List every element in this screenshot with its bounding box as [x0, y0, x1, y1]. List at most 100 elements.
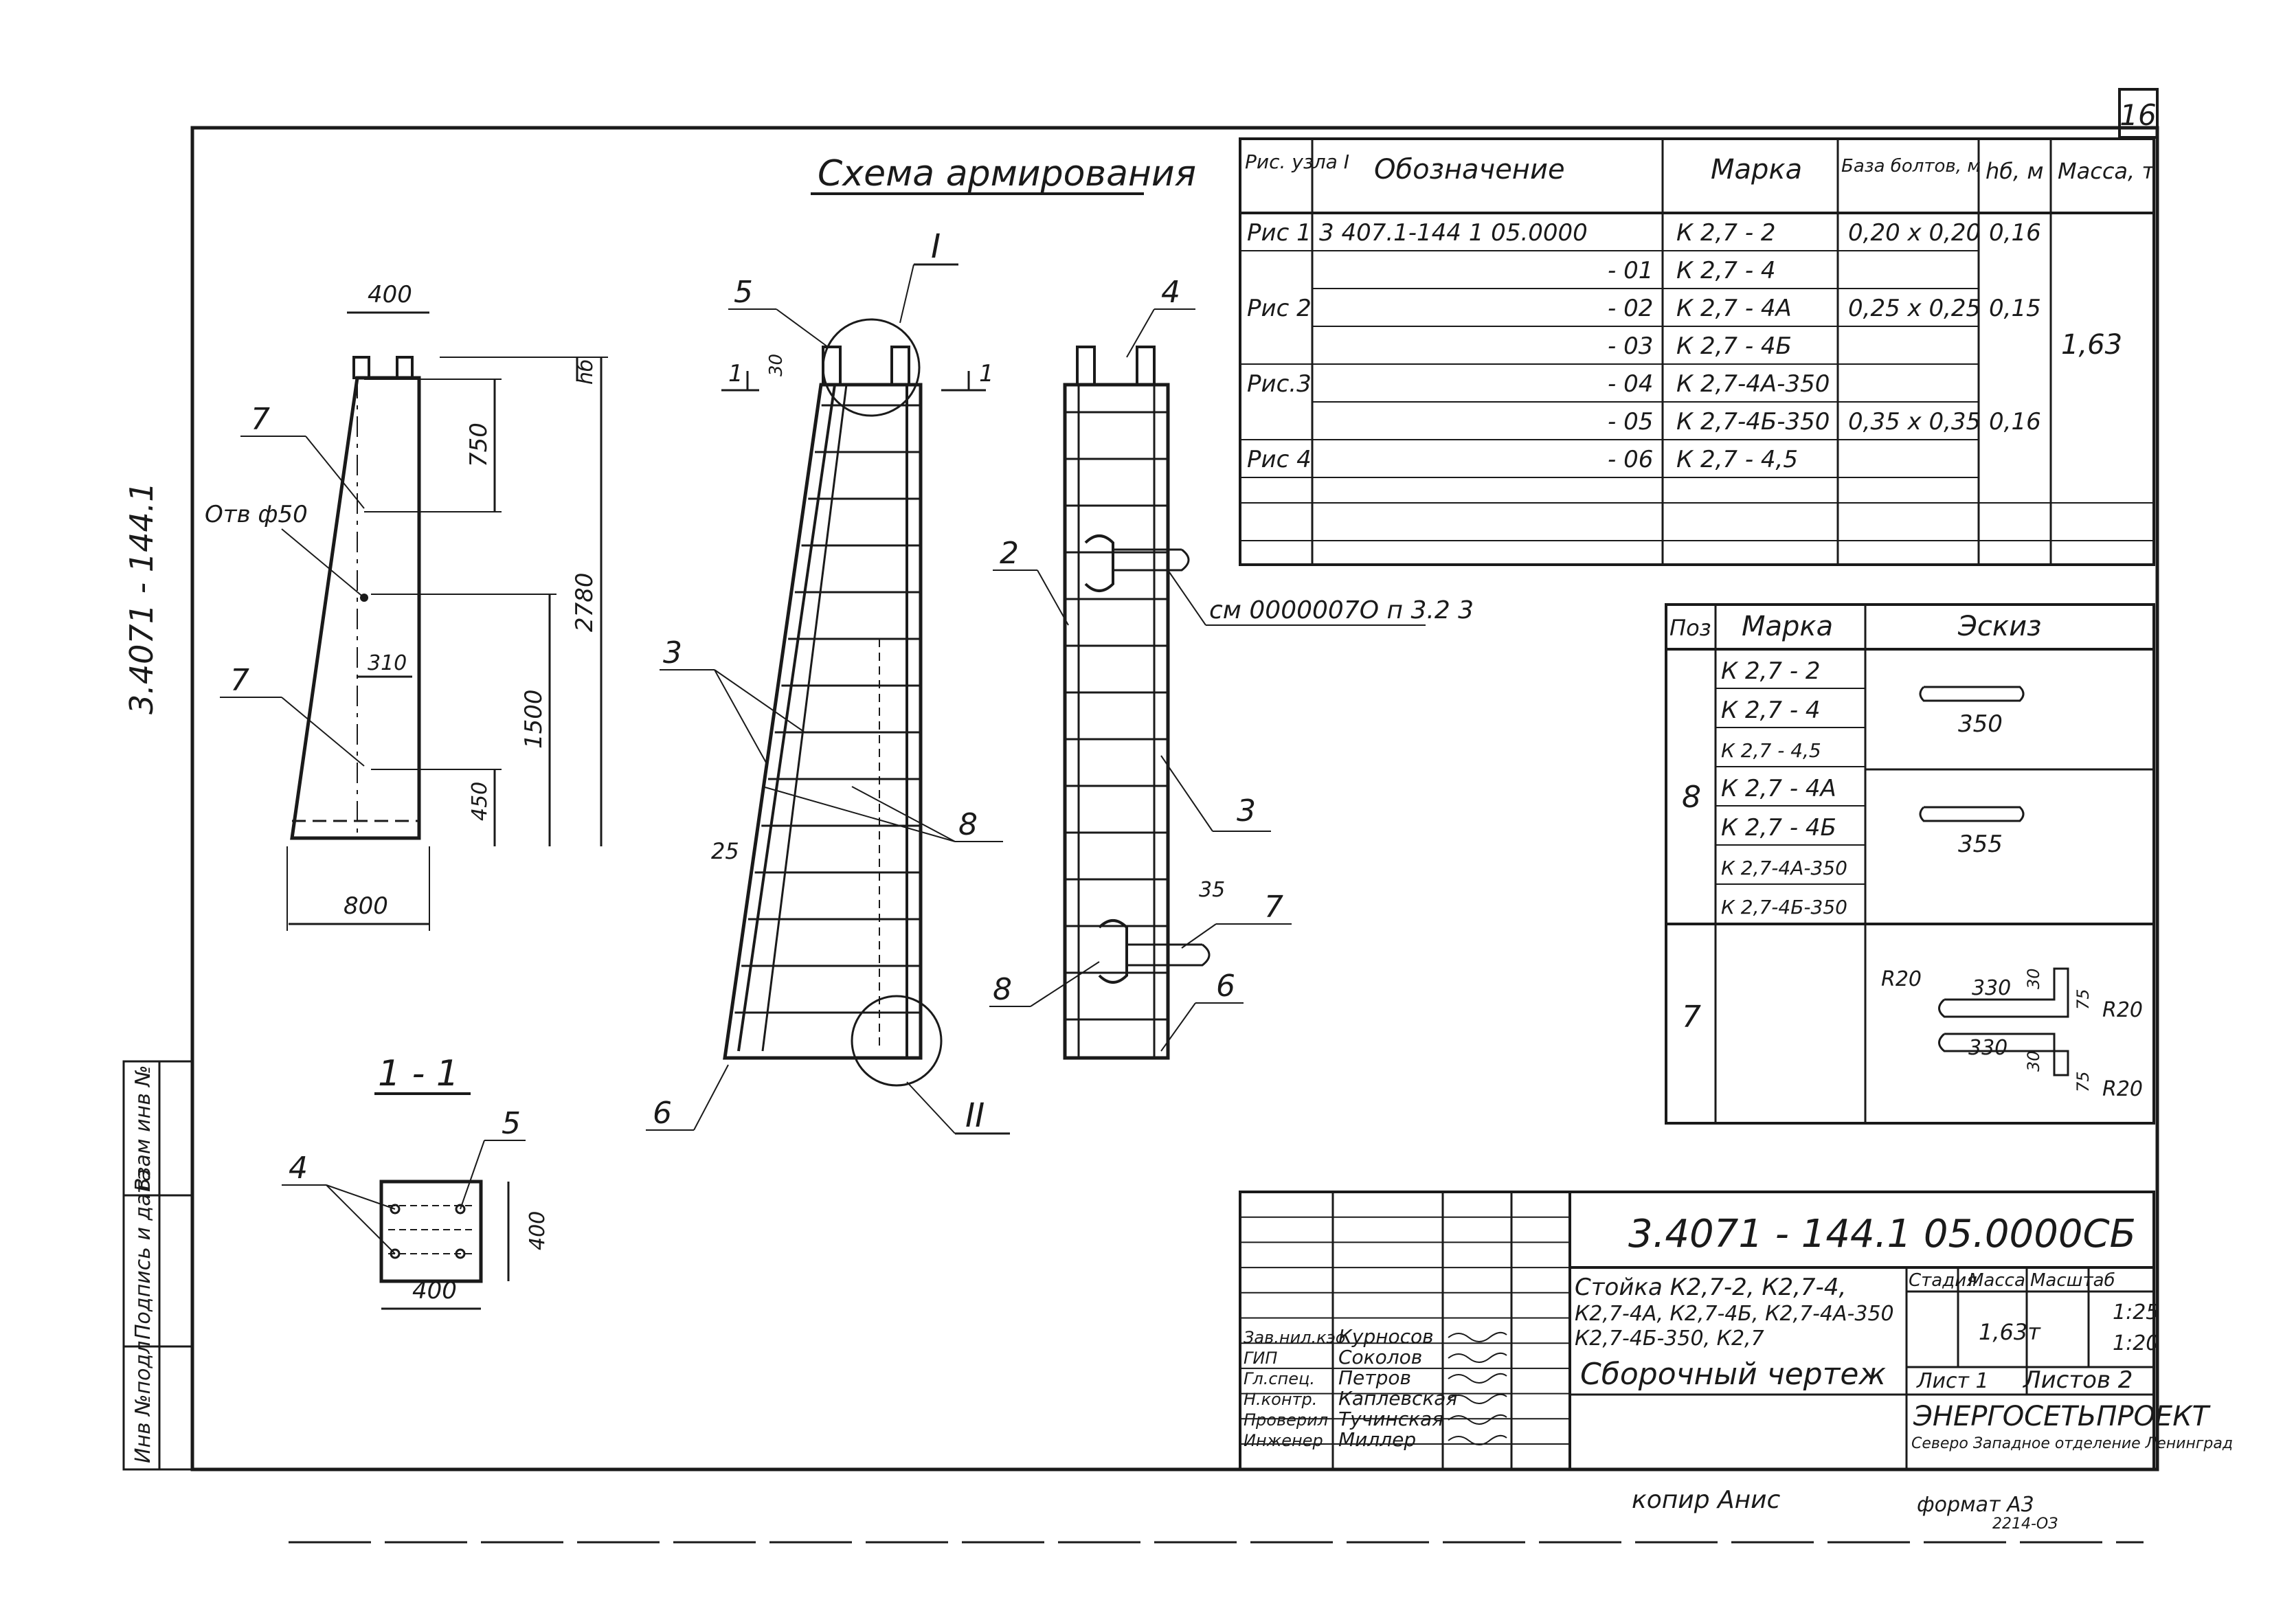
staff-name: Каплевская: [1338, 1387, 1457, 1410]
footer-format: формат А3: [1917, 1493, 2034, 1517]
svg-text:1: 1: [979, 360, 994, 387]
signature: [1448, 1434, 1507, 1445]
section-1-1: 1 - 1 400 400 4 5: [282, 1053, 550, 1310]
svg-text:7: 7: [1682, 1000, 1701, 1035]
signature: [1448, 1393, 1507, 1404]
svg-text:Северо Западное отделение Лени: Северо Западное отделение Ленинград: [1911, 1435, 2233, 1452]
svg-text:3: 3: [663, 635, 682, 670]
svg-text:Масштаб: Масштаб: [2030, 1270, 2115, 1291]
spec-fig: Рис 1: [1247, 219, 1312, 247]
reinforcement-front-view: 4 2 см 0000007О п 3.2 3 3 35 7 8 6: [989, 275, 1474, 1060]
staff-name: Тучинская: [1338, 1408, 1443, 1430]
spec-table: Рис. узла I Обозначение Марка База болто…: [1239, 137, 2155, 566]
hole-label: Отв ф50: [205, 501, 308, 528]
spec-row: - 01 К 2,7 - 4: [1608, 257, 1776, 284]
staff-role: Гл.спец.: [1244, 1369, 1315, 1388]
signature: [1448, 1331, 1507, 1342]
sketch-mark: К 2,7 - 2: [1721, 657, 1821, 685]
svg-text:hб, м: hб, м: [1986, 158, 2044, 184]
svg-text:1:25: 1:25: [2113, 1300, 2159, 1324]
spec-code: - 05: [1608, 408, 1653, 436]
svg-text:30: 30: [2024, 968, 2043, 989]
svg-text:800: 800: [344, 892, 388, 920]
signature: [1448, 1352, 1507, 1363]
svg-text:1: 1: [728, 360, 743, 387]
svg-text:30: 30: [766, 354, 787, 376]
svg-text:Поз: Поз: [1669, 615, 1711, 641]
svg-text:1,63т: 1,63т: [1979, 1319, 2041, 1345]
sketch-table: Поз Марка Эскиз К 2,7 - 2К 2,7 - 4К 2,7 …: [1665, 603, 2155, 1125]
stamp-sign: Подпись и дата: [131, 1169, 155, 1340]
sketch-mark: К 2,7-4А-350: [1721, 857, 1847, 879]
svg-text:Марка: Марка: [1742, 611, 1833, 642]
svg-text:Сборочный чертеж: Сборочный чертеж: [1580, 1357, 1886, 1392]
svg-text:330: 330: [1968, 1036, 2008, 1060]
spec-mark: К 2,7 - 4А: [1676, 295, 1792, 322]
spec-fig: Рис.3: [1247, 370, 1312, 398]
svg-text:400: 400: [368, 281, 412, 308]
spec-fig: Рис 4: [1247, 446, 1312, 473]
reinforcement-side-view: I II 5 1 30 1 3 8 25 6: [646, 227, 1010, 1135]
spec-row: - 05 К 2,7-4Б-350 0,35 х 0,35 0,16: [1608, 408, 2041, 436]
staff-role: Зав.нил.кэо: [1244, 1328, 1345, 1347]
svg-text:Обозначение: Обозначение: [1374, 154, 1565, 185]
svg-text:75: 75: [2073, 989, 2093, 1010]
svg-text:7: 7: [251, 402, 270, 437]
svg-text:1:20: 1:20: [2113, 1331, 2159, 1355]
signature: [1448, 1373, 1507, 1384]
svg-text:8: 8: [958, 807, 978, 842]
spec-code: - 01: [1608, 257, 1653, 284]
svg-text:310: 310: [368, 651, 407, 675]
svg-text:2: 2: [1000, 536, 1019, 571]
svg-text:8: 8: [1682, 780, 1701, 815]
svg-text:330: 330: [1972, 976, 2011, 1000]
document-code: 3.4071 - 144.1 05.0000СБ: [1628, 1212, 2136, 1256]
svg-text:5: 5: [734, 275, 753, 310]
svg-text:5: 5: [502, 1106, 521, 1141]
svg-text:R20: R20: [2102, 1077, 2143, 1101]
svg-text:2780: 2780: [571, 572, 598, 632]
svg-text:Масса, т: Масса, т: [2058, 158, 2155, 184]
spec-base: 0,20 х 0,20: [1848, 219, 1981, 247]
spec-mark: К 2,7-4Б-350: [1676, 408, 1830, 436]
svg-text:R20: R20: [1881, 967, 1922, 991]
svg-text:25: 25: [711, 838, 739, 864]
svg-text:I: I: [931, 227, 941, 266]
svg-text:4: 4: [1161, 275, 1180, 310]
spec-code: - 06: [1608, 446, 1653, 473]
section-label: 1 - 1: [378, 1053, 459, 1094]
sketch-mark: К 2,7 - 4А: [1721, 775, 1836, 802]
svg-text:К2,7-4Б-350, К2,7: К2,7-4Б-350, К2,7: [1575, 1327, 1764, 1351]
spec-fig: Рис 2: [1247, 295, 1312, 322]
spec-code: 3 407.1-144 1 05.0000: [1319, 219, 1588, 247]
svg-text:30: 30: [2024, 1050, 2043, 1072]
svg-text:7: 7: [1264, 890, 1283, 925]
svg-text:Стадия: Стадия: [1909, 1270, 1977, 1291]
spec-base: 0,35 х 0,35: [1848, 408, 1981, 436]
sketch-mark: К 2,7 - 4Б: [1721, 814, 1836, 842]
footer-copy: копир Анис: [1632, 1486, 1781, 1514]
stamp-inv: Инв №подл: [131, 1341, 155, 1463]
svg-text:R20: R20: [2102, 998, 2143, 1022]
spec-mark: К 2,7 - 4: [1676, 257, 1776, 284]
spec-mark: К 2,7-4А-350: [1676, 370, 1830, 398]
svg-text:450: 450: [468, 782, 492, 821]
spec-mark: К 2,7 - 4Б: [1676, 332, 1792, 360]
svg-text:4: 4: [289, 1151, 308, 1186]
sheet-frame: [190, 126, 2159, 1471]
svg-text:7: 7: [230, 663, 249, 698]
svg-text:8: 8: [993, 972, 1012, 1007]
spec-hb: 0,16: [1989, 408, 2041, 436]
svg-text:400: 400: [412, 1277, 457, 1305]
spec-hb: 0,16: [1989, 219, 2041, 247]
svg-text:Рис. узла I: Рис. узла I: [1245, 150, 1349, 173]
svg-text:1500: 1500: [520, 689, 548, 749]
staff-name: Миллер: [1338, 1428, 1416, 1451]
side-stamps: Инв №подл Подпись и дата Взам инв №: [122, 1060, 194, 1471]
spec-hb: 0,15: [1989, 295, 2041, 322]
svg-text:Марка: Марка: [1711, 154, 1802, 185]
spec-mass: 1,63: [2061, 329, 2122, 361]
